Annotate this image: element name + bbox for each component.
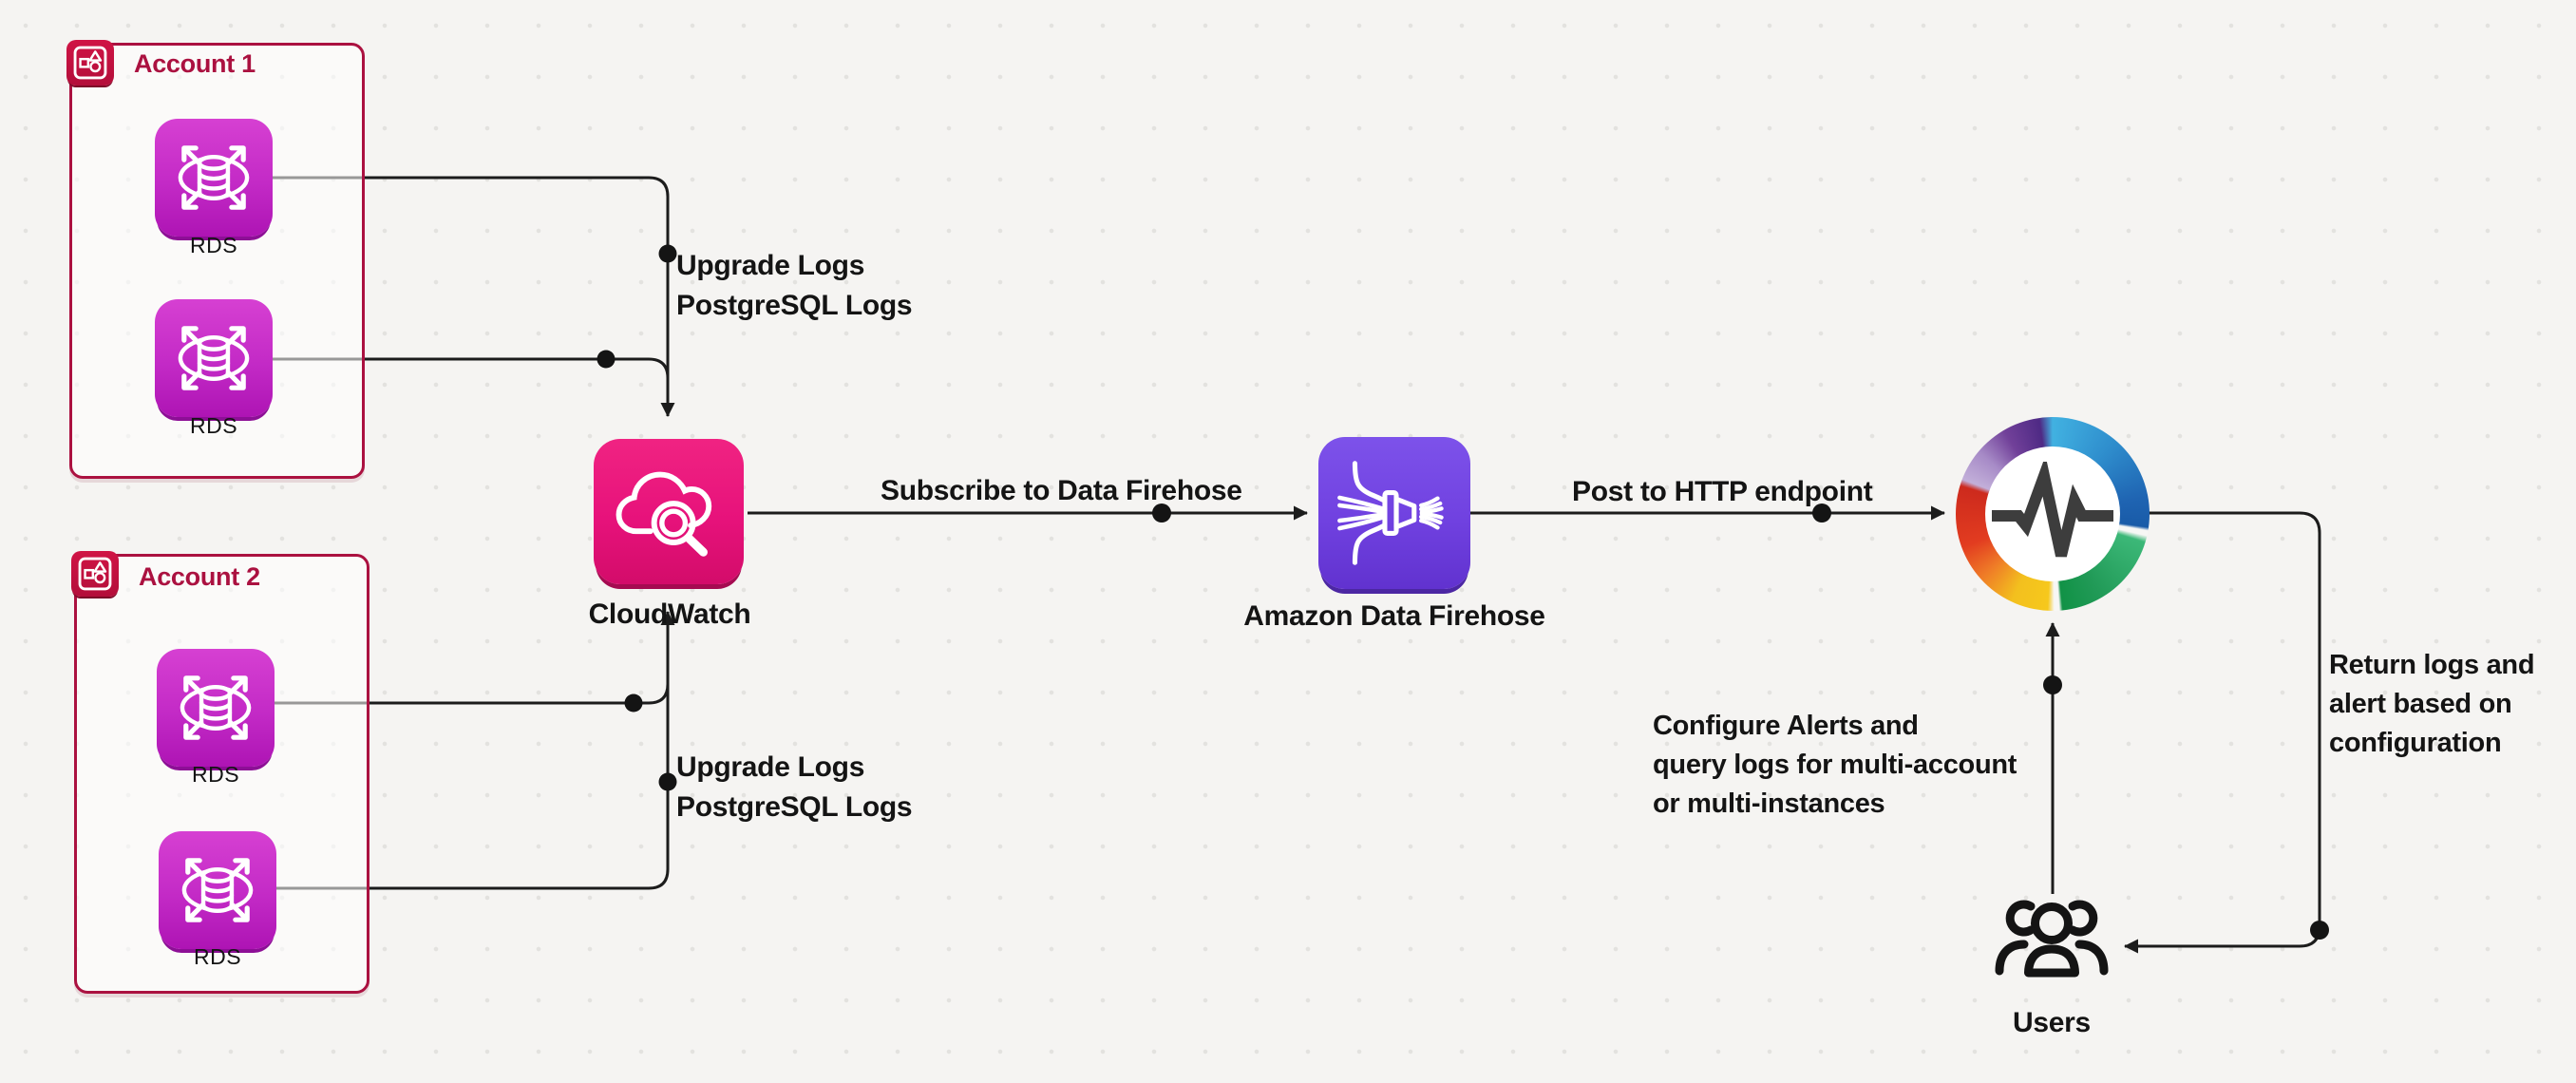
edge-account1-rds2-join (273, 357, 670, 408)
firehose-label: Amazon Data Firehose (1243, 600, 1545, 632)
account1-title: Account 1 (134, 49, 256, 78)
rds-icon (180, 675, 252, 740)
account2-title: Account 2 (139, 562, 260, 591)
users-node (1990, 891, 2113, 1000)
configure-line1: Configure Alerts and (1653, 711, 1919, 741)
subscribe-label: Subscribe to Data Firehose (881, 475, 1242, 506)
upgrade-logs-line1: Upgrade Logs (676, 751, 865, 783)
upgrade-logs-line2: PostgreSQL Logs (676, 791, 913, 823)
account2-rds2-label: RDS (193, 944, 242, 969)
edge-junction-dots (597, 244, 2329, 940)
account2-rds1-label: RDS (191, 762, 240, 787)
configure-alerts-label: Configure Alerts and query logs for mult… (1653, 707, 2017, 824)
account1-rds2-node (155, 299, 273, 417)
cloudwatch-icon (616, 471, 712, 557)
upgrade-logs-label-bottom: Upgrade Logs PostgreSQL Logs (676, 748, 913, 827)
account1-badge (66, 40, 114, 86)
edge-account2-rds2-join (275, 665, 670, 890)
account2-rds1-node (157, 649, 275, 767)
account-badge-icon (73, 46, 107, 80)
users-icon (1995, 900, 2109, 978)
return-logs-label: Return logs and alert based on configura… (2329, 646, 2535, 763)
return-line1: Return logs and (2329, 650, 2535, 680)
account1-rds2-label: RDS (189, 413, 238, 438)
upgrade-logs-line1: Upgrade Logs (676, 250, 865, 281)
pulse-waveform-icon (1992, 462, 2113, 558)
return-line3: configuration (2329, 728, 2502, 758)
firehose-icon (1337, 461, 1444, 565)
account1-rds1-node (155, 119, 273, 237)
configure-line2: query logs for multi-account (1653, 750, 2017, 780)
upgrade-logs-label-top: Upgrade Logs PostgreSQL Logs (676, 246, 913, 326)
users-label: Users (2013, 1007, 2091, 1038)
account1-rds1-label: RDS (189, 233, 238, 257)
cloudwatch-label: CloudWatch (588, 598, 751, 630)
upgrade-logs-line2: PostgreSQL Logs (676, 290, 913, 321)
account-badge-icon (78, 557, 112, 591)
cloudwatch-node (594, 439, 744, 584)
post-http-label: Post to HTTP endpoint (1572, 476, 1873, 507)
edge-observability-to-users (2124, 511, 2321, 954)
rds-icon (181, 858, 254, 922)
account2-rds2-node (159, 831, 276, 949)
return-line2: alert based on (2329, 689, 2512, 719)
account2-group (74, 554, 369, 994)
account1-group (69, 43, 365, 479)
configure-line3: or multi-instances (1653, 788, 1885, 819)
observability-ring-logo (1956, 417, 2150, 611)
rds-icon (178, 326, 250, 390)
firehose-node (1318, 437, 1470, 589)
edge-account1-rds1-to-cloudwatch (273, 176, 675, 417)
rds-icon (178, 145, 250, 210)
account2-badge (71, 551, 119, 597)
